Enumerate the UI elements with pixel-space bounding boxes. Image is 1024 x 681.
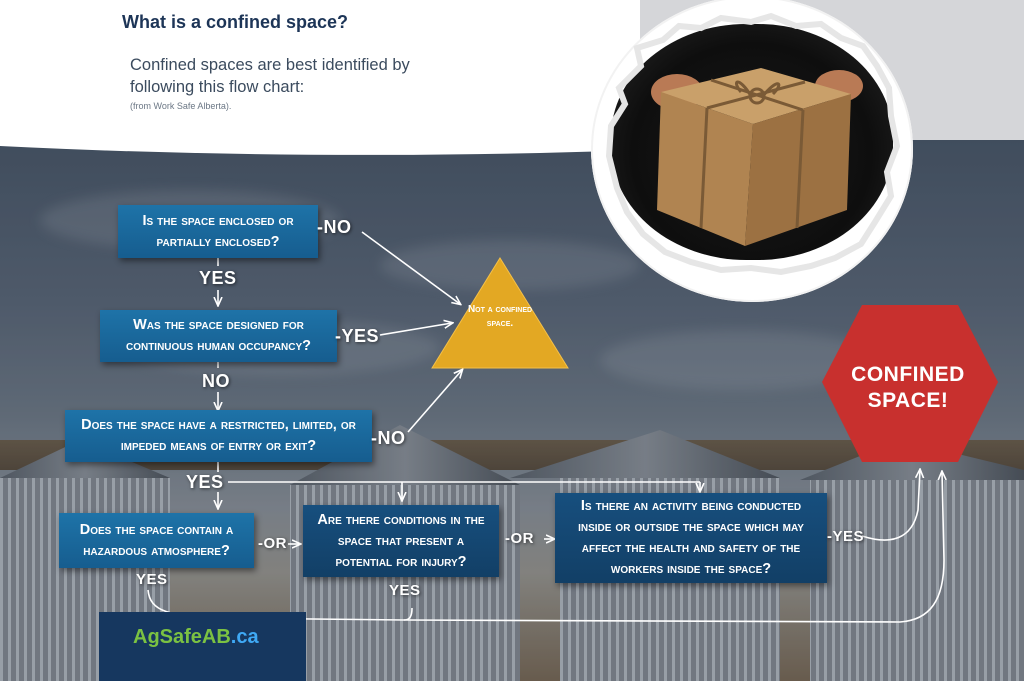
wrapped-package-icon	[605, 12, 901, 276]
label-yes: YES	[136, 571, 168, 588]
site-logo[interactable]: AgSafeAB.ca	[133, 626, 259, 649]
question-entry-exit: Does the space have a restricted, limite…	[65, 410, 372, 462]
label-no: -NO	[317, 217, 352, 237]
bin-roof	[510, 430, 780, 478]
intro-text: Confined spaces are best identified by f…	[130, 56, 410, 96]
outcome-not-confined: Not a confined space.	[467, 304, 533, 329]
logo-panel	[99, 612, 306, 681]
logo-name: AgSafeAB	[133, 626, 231, 648]
question-occupancy: Was the space designed for continuous hu…	[100, 310, 337, 362]
question-injury-conditions: Are there conditions in the space that p…	[303, 505, 499, 577]
label-yes: YES	[186, 472, 224, 492]
label-no: -NO	[371, 428, 406, 448]
outcome-confined: CONFINED SPACE!	[851, 363, 965, 412]
label-yes: -YES	[335, 326, 380, 346]
bin-roof	[290, 425, 520, 485]
label-or: -OR	[258, 535, 287, 552]
logo-domain: .ca	[230, 626, 259, 648]
label-yes: YES	[389, 582, 421, 599]
label-or: -OR	[505, 530, 534, 547]
label-yes: -YES	[827, 528, 865, 545]
header-background	[0, 0, 1024, 155]
question-activity: Is there an activity being conducted ins…	[555, 493, 827, 583]
label-no: NO	[202, 371, 230, 391]
label-yes: YES	[199, 268, 237, 288]
question-enclosed: Is the space enclosed or partially enclo…	[118, 205, 318, 258]
question-hazardous-atmosphere: Does the space contain a hazardous atmos…	[59, 513, 254, 568]
package-photo	[591, 0, 913, 302]
page-title: What is a confined space?	[122, 12, 349, 32]
source-note: (from Work Safe Alberta).	[130, 101, 232, 111]
